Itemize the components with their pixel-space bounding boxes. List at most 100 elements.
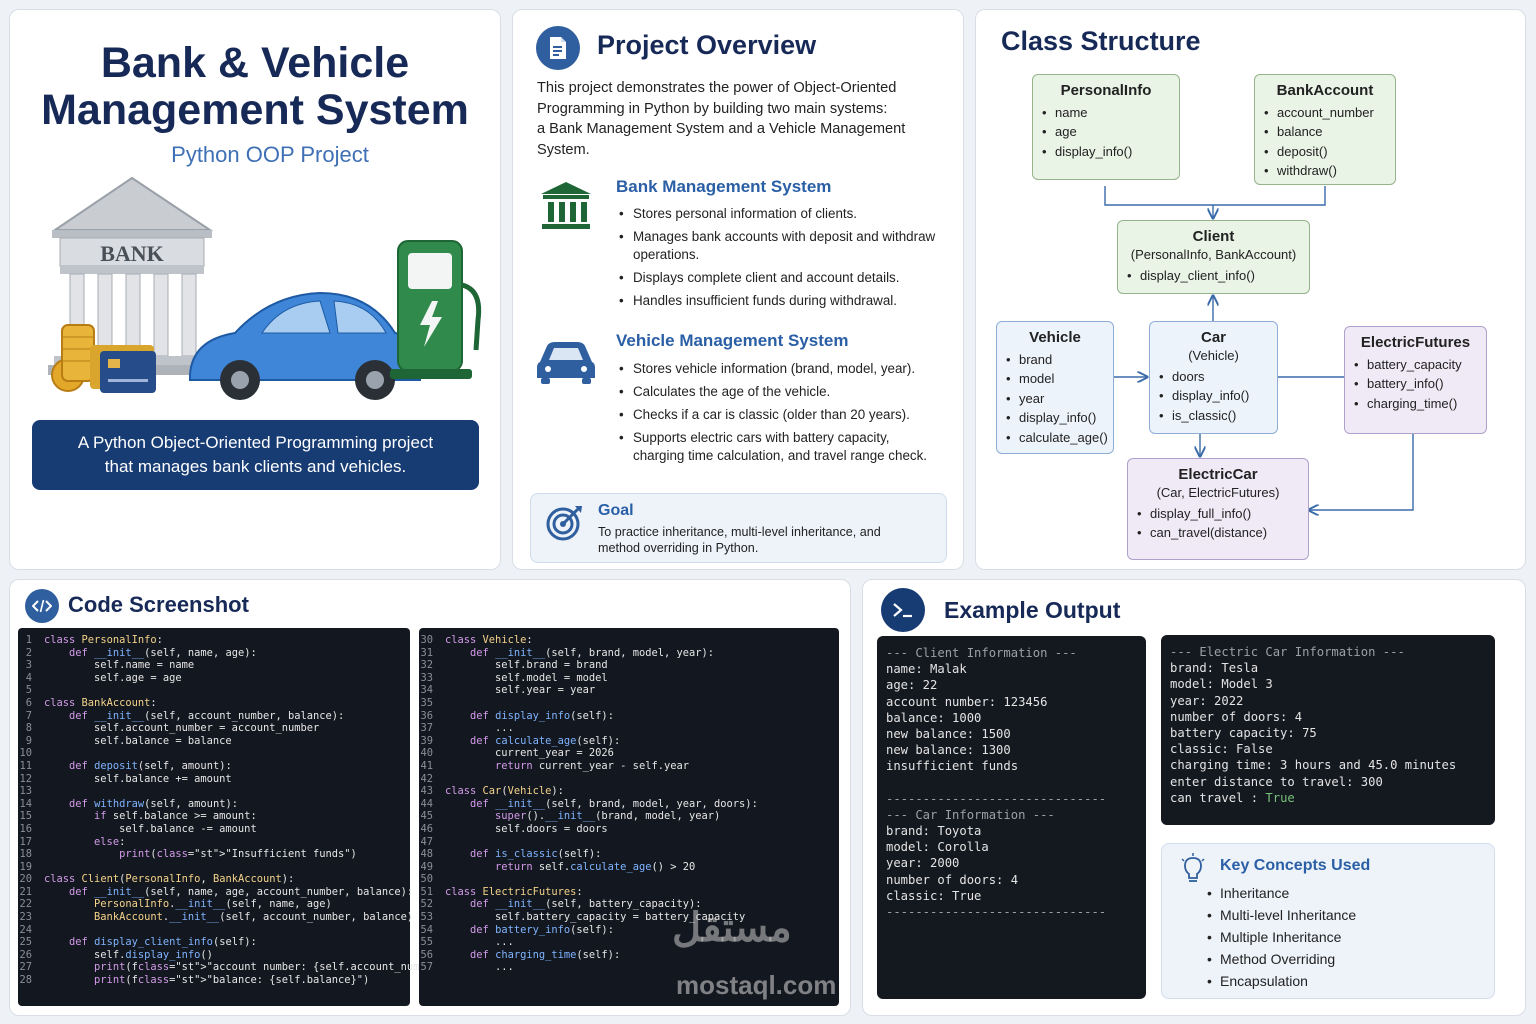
code-line: 34 self.year = year [419,684,839,697]
class-member: age [1042,122,1179,142]
output-line: model: Model 3 [1170,677,1273,692]
line-number: 33 [420,671,433,684]
code-line: 56 def charging_time(self): [419,949,839,962]
class-member: can_travel(distance) [1137,523,1308,543]
description-line-1: A Python Object-Oriented Programming pro… [77,433,434,452]
code-line: 14 def withdraw(self, amount): [18,798,410,811]
output-line: year: 2022 [1170,693,1244,708]
code-line: 28 print(fclass="st">"balance: {self.bal… [18,974,410,987]
code-text: def withdraw(self, amount): [69,797,238,810]
code-line: 22 PersonalInfo.__init__(self, name, age… [18,898,410,911]
bank-system-list: Stores personal information of clients. … [619,205,943,315]
can-travel-label: can travel : [1170,790,1266,805]
class-members: doors display_info() is_classic() [1150,367,1277,426]
code-text: def __init__(self, brand, model, year): [470,646,715,659]
class-member: year [1006,389,1113,409]
code-text: current_year = 2026 [445,747,614,760]
code-text: super().__init__(brand, model, year) [495,810,721,823]
key-concepts-list: Inheritance Multi-level Inheritance Mult… [1207,882,1356,992]
code-line: 27 print(fclass="st">"account number: {s… [18,961,456,974]
list-item: Displays complete client and account det… [619,269,943,287]
output-line: name: Malak [886,662,967,677]
code-text: self.display_info() [44,948,213,961]
output-title: Example Output [944,597,1121,623]
class-members: brand model year display_info() calculat… [997,350,1113,447]
line-number: 14 [19,797,32,810]
output-line: insufficient funds [886,759,1019,774]
code-text: def display_info(self): [470,709,614,722]
goal-title: Goal [598,502,634,519]
class-members: display_client_info() [1118,266,1309,286]
line-number: 57 [420,961,433,974]
bank-system-title: Bank Management System [616,177,832,196]
electric-car-output: --- Electric Car Information ---brand: T… [1161,635,1495,825]
code-line: 19 [18,861,410,874]
class-member: withdraw() [1264,161,1395,181]
class-member: balance [1264,122,1395,142]
line-number: 1 [25,634,32,646]
line-number: 21 [19,885,32,898]
goal-box: Goal To practice inheritance, multi-leve… [530,493,947,563]
line-number: 47 [420,835,433,848]
code-text: def is_classic(self): [470,848,602,861]
class-member: battery_info() [1354,374,1486,394]
terminal-icon [881,588,925,632]
line-number: 2 [25,646,32,659]
class-electricfutures: ElectricFutures battery_capacity battery… [1344,326,1487,434]
output-line: age: 22 [886,678,938,693]
class-member: name [1042,103,1179,123]
can-travel-value: True [1265,790,1295,805]
class-structure-panel: Class Structure PersonalInfo name age di… [975,9,1526,570]
class-members: display_full_info() can_travel(distance) [1128,504,1308,543]
code-line: 41 return current_year - self.year [419,760,839,773]
overview-title: Project Overview [597,30,817,60]
code-text: def __init__(self, name, age): [69,646,257,659]
line-number: 45 [420,810,433,823]
line-number: 28 [19,974,32,987]
bank-sign: BANK [100,241,164,266]
code-text: self.brand = brand [445,659,608,672]
code-line: 50 [419,873,839,886]
code-title: Code Screenshot [68,592,249,617]
class-name: ElectricFutures [1360,334,1471,351]
code-icon [25,589,59,623]
code-text: if self.balance >= amount: [94,810,257,823]
code-text: print(class="st">"Insufficient funds") [119,848,357,861]
code-line: 16 self.balance -= amount [18,823,410,836]
line-number: 9 [25,734,32,747]
class-parents: (PersonalInfo, BankAccount) [1130,247,1297,262]
line-number: 49 [420,860,433,873]
class-members: name age display_info() [1033,103,1179,162]
code-line: 8 self.account_number = account_number [18,722,410,735]
concept-item: Method Overriding [1207,948,1356,970]
key-concepts-title: Key Concepts Used [1220,857,1371,874]
code-line: 57 ... [419,961,839,974]
output-line: new balance: 1500 [886,726,1011,741]
line-number: 53 [420,911,433,924]
line-number: 30 [420,634,433,646]
class-members: account_number balance deposit() withdra… [1255,103,1395,181]
output-line: classic: False [1170,742,1273,757]
title-line-2: Management System [41,86,469,134]
line-number: 18 [19,848,32,861]
list-item: Stores vehicle information (brand, model… [619,360,943,378]
description-line-2: that manages bank clients and vehicles. [104,457,407,476]
output-line: ------------------------------ [886,905,1107,919]
class-member: account_number [1264,103,1395,123]
line-number: 41 [420,759,433,772]
code-line: 53 self.battery_capacity = battery_capac… [419,911,839,924]
class-parents: (Car, ElectricFutures) [1156,485,1280,500]
bank-vehicle-illustration: BANK [48,176,482,400]
line-number: 52 [420,898,433,911]
code-text: class Car(Vehicle): [445,785,564,798]
line-number: 39 [420,734,433,747]
line-number: 32 [420,659,433,672]
line-number: 54 [420,923,433,936]
output-line: battery capacity: 75 [1170,725,1317,740]
